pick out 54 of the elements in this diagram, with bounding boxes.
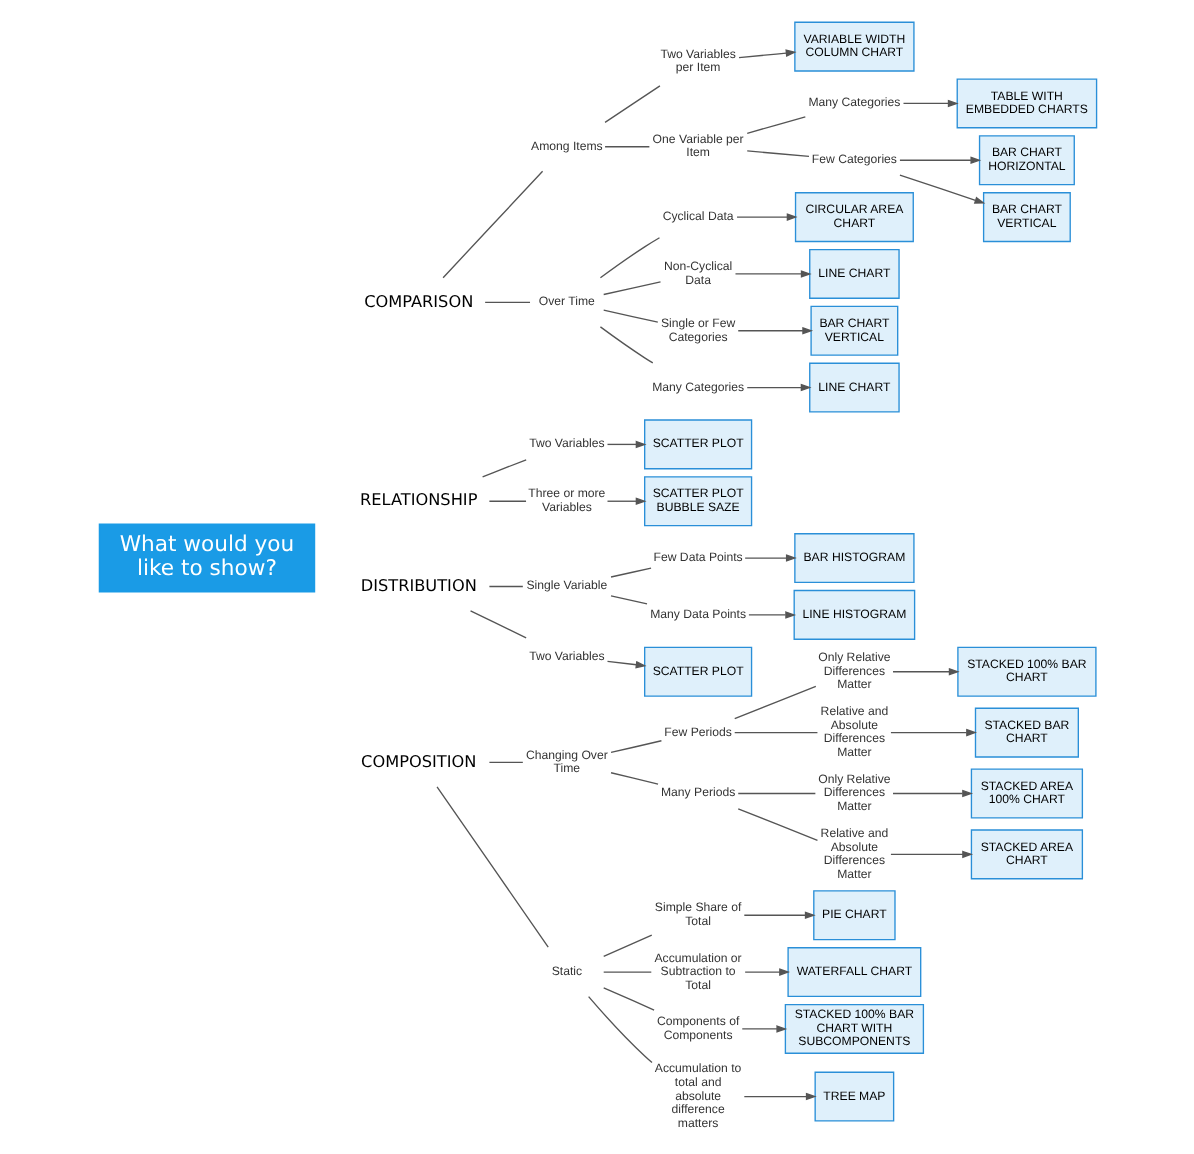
arrow — [737, 49, 796, 59]
connector — [435, 786, 548, 948]
arrow — [605, 497, 646, 506]
arrow — [736, 326, 813, 335]
arrow — [891, 789, 972, 798]
connector — [733, 731, 818, 734]
connector — [441, 170, 543, 279]
connector — [598, 237, 660, 279]
node-text: COMPOSITION — [360, 750, 476, 771]
node-box: What would you like to show? — [97, 523, 315, 593]
arrow — [889, 728, 976, 737]
connector — [586, 995, 652, 1064]
arrow — [605, 440, 646, 449]
connector — [602, 934, 652, 958]
connector — [603, 85, 660, 123]
arrow — [898, 156, 981, 165]
connector — [602, 309, 658, 323]
connector — [602, 281, 661, 296]
connector — [468, 610, 526, 639]
arrow — [901, 99, 958, 108]
connector — [736, 808, 818, 841]
node-text: DISTRIBUTION — [359, 574, 476, 595]
connector — [609, 567, 651, 578]
connector — [598, 326, 653, 364]
connector — [487, 585, 523, 588]
arrow — [733, 270, 811, 278]
arrow — [743, 554, 796, 562]
node-text: RELATIONSHIP — [359, 489, 477, 510]
connector — [480, 459, 526, 478]
connector — [745, 116, 805, 134]
connector — [603, 146, 650, 148]
arrow — [740, 1025, 787, 1033]
arrow — [745, 383, 811, 392]
connector — [609, 772, 658, 785]
node-text: COMPARISON — [363, 290, 473, 311]
arrow — [889, 850, 973, 859]
arrow — [743, 968, 789, 976]
connector — [609, 740, 662, 754]
arrow — [891, 667, 959, 676]
connector — [745, 150, 809, 158]
arrow — [747, 611, 796, 619]
connector — [736, 792, 816, 795]
connector — [609, 595, 647, 605]
arrow — [898, 174, 985, 204]
connector — [733, 685, 816, 720]
connector — [602, 987, 654, 1011]
connector — [483, 301, 530, 303]
arrow — [605, 660, 646, 669]
connector — [487, 500, 526, 502]
arrow — [735, 213, 797, 221]
connector — [487, 761, 523, 764]
arrow — [742, 1092, 816, 1101]
arrow — [742, 911, 815, 920]
connector — [602, 971, 651, 973]
